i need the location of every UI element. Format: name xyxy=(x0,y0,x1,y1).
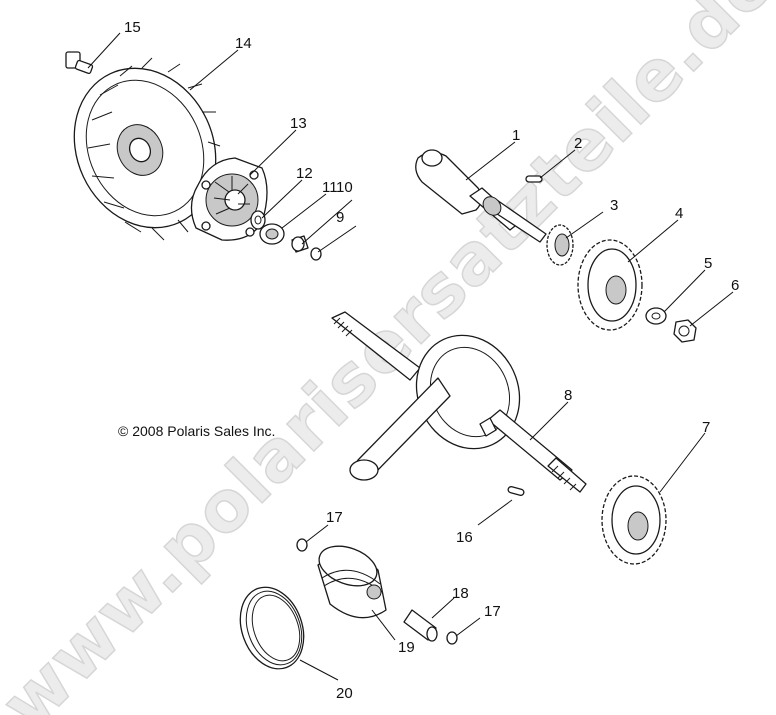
part-5-washer xyxy=(645,307,667,325)
callout-6: 6 xyxy=(731,277,739,294)
callout-19: 19 xyxy=(398,639,415,656)
part-10-bushing xyxy=(291,235,309,253)
callout-2: 2 xyxy=(574,135,582,152)
callout-4: 4 xyxy=(675,205,683,222)
callout-7: 7 xyxy=(702,419,710,436)
part-15-flywheel-bolt xyxy=(65,51,94,75)
callout-20: 20 xyxy=(336,685,353,702)
part-2-woodruff-key xyxy=(525,175,543,183)
callout-11: 11 xyxy=(322,179,338,196)
callout-8: 8 xyxy=(564,387,572,404)
callout-12: 12 xyxy=(296,165,313,182)
part-8-crankshaft xyxy=(331,311,587,493)
callout-17-upper: 17 xyxy=(326,509,343,526)
callout-10: 10 xyxy=(336,179,353,196)
part-9-o-ring xyxy=(310,247,322,261)
callout-15: 15 xyxy=(124,19,141,36)
part-14-flywheel xyxy=(73,57,221,241)
part-11-bearing xyxy=(259,223,285,245)
callout-1: 1 xyxy=(512,127,520,144)
callout-3: 3 xyxy=(610,197,618,214)
part-17-circlip-lower xyxy=(446,631,458,645)
part-16-key xyxy=(507,486,525,496)
leader-lines xyxy=(87,32,734,681)
callout-labels: 15 14 13 12 11 10 9 1 2 3 4 5 6 7 8 16 1… xyxy=(124,19,739,702)
part-19-piston xyxy=(317,545,387,619)
part-3-drive-gear xyxy=(546,224,574,266)
callout-14: 14 xyxy=(235,35,252,52)
part-4-balancer-gear xyxy=(577,239,643,331)
callout-16: 16 xyxy=(456,529,473,546)
part-1-balancer-shaft xyxy=(415,149,547,243)
part-12-washer xyxy=(250,210,266,230)
callout-9: 9 xyxy=(336,209,344,226)
copyright-notice: © 2008 Polaris Sales Inc. xyxy=(118,423,275,439)
callout-5: 5 xyxy=(704,255,712,272)
part-7-crank-gear xyxy=(601,475,667,565)
callout-13: 13 xyxy=(290,115,307,132)
part-13-stator-plate xyxy=(190,157,268,241)
part-20-piston-rings xyxy=(239,586,305,670)
callout-18: 18 xyxy=(452,585,469,602)
part-18-piston-pin xyxy=(403,609,438,642)
callout-17-lower: 17 xyxy=(484,603,501,620)
part-17-circlip-upper xyxy=(296,538,308,552)
